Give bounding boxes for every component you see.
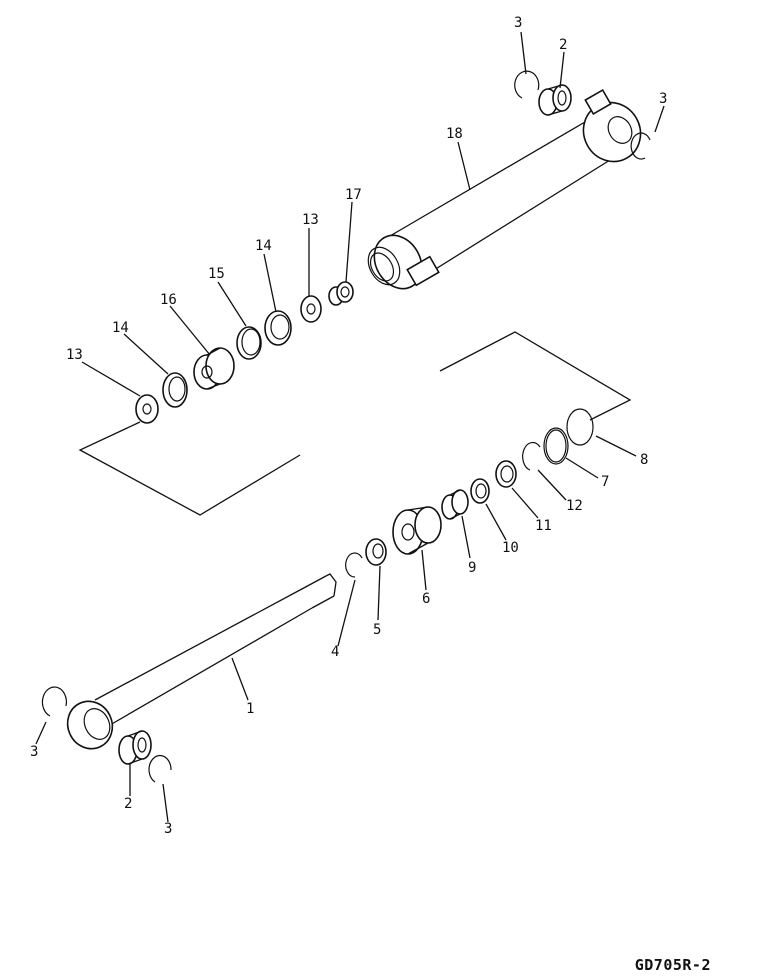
callout-11: 11	[535, 518, 552, 534]
part-14-ring-left	[162, 372, 188, 408]
callout-10: 10	[502, 540, 519, 556]
drawing-code: GD705R-2	[634, 956, 711, 974]
part-3-snap-ring-bottom-right	[148, 755, 172, 783]
callout-2-bottom: 2	[124, 796, 132, 812]
callout-7: 7	[601, 474, 609, 490]
part-3-snap-ring-top-left	[514, 70, 540, 99]
callout-6: 6	[422, 591, 430, 607]
part-13-washer-left	[135, 394, 159, 424]
part-18-cylinder-tube	[367, 88, 642, 290]
callout-3-top-left: 3	[514, 15, 522, 31]
part-5-bushing	[365, 538, 387, 566]
callout-9: 9	[468, 560, 476, 576]
part-6-cylinder-head	[392, 506, 442, 555]
callout-16: 16	[160, 292, 177, 308]
part-14-ring-right	[264, 310, 292, 346]
callout-13-left: 13	[66, 347, 83, 363]
callout-12: 12	[566, 498, 583, 514]
callout-1: 1	[246, 701, 254, 717]
callout-8: 8	[640, 452, 648, 468]
detail-connector-lines	[78, 331, 632, 516]
part-16-piston	[193, 347, 235, 390]
part-2-top-bushing	[538, 84, 572, 116]
part-4-snap-ring	[345, 552, 363, 578]
callout-5: 5	[373, 622, 381, 638]
part-11-seal	[495, 460, 517, 488]
part-9-bushing	[441, 489, 469, 520]
callout-3-bottom-left: 3	[30, 744, 38, 760]
callout-13-right: 13	[302, 212, 319, 228]
part-12-snap-ring	[522, 441, 541, 471]
callout-14-left: 14	[112, 320, 129, 336]
part-3-snap-ring-top-right	[630, 132, 651, 160]
part-17-nut	[328, 281, 354, 306]
callout-18: 18	[446, 126, 463, 142]
callout-14-right: 14	[255, 238, 272, 254]
part-10-seal	[470, 478, 490, 504]
part-8-o-ring	[566, 408, 594, 446]
part-15-wear-ring	[236, 326, 262, 360]
callout-4: 4	[331, 644, 339, 660]
callout-15: 15	[208, 266, 225, 282]
callout-2-top: 2	[559, 37, 567, 53]
leader-lines	[35, 31, 665, 823]
callout-17: 17	[345, 187, 362, 203]
part-7-backup-ring	[543, 427, 569, 465]
part-3-snap-ring-bottom-left	[41, 686, 68, 717]
part-13-washer-right	[300, 295, 322, 323]
callout-3-bottom-right: 3	[164, 821, 172, 837]
callout-3-top-right: 3	[659, 91, 667, 107]
part-2-bottom-bushing	[118, 730, 152, 765]
part-1-piston-rod	[66, 573, 337, 750]
